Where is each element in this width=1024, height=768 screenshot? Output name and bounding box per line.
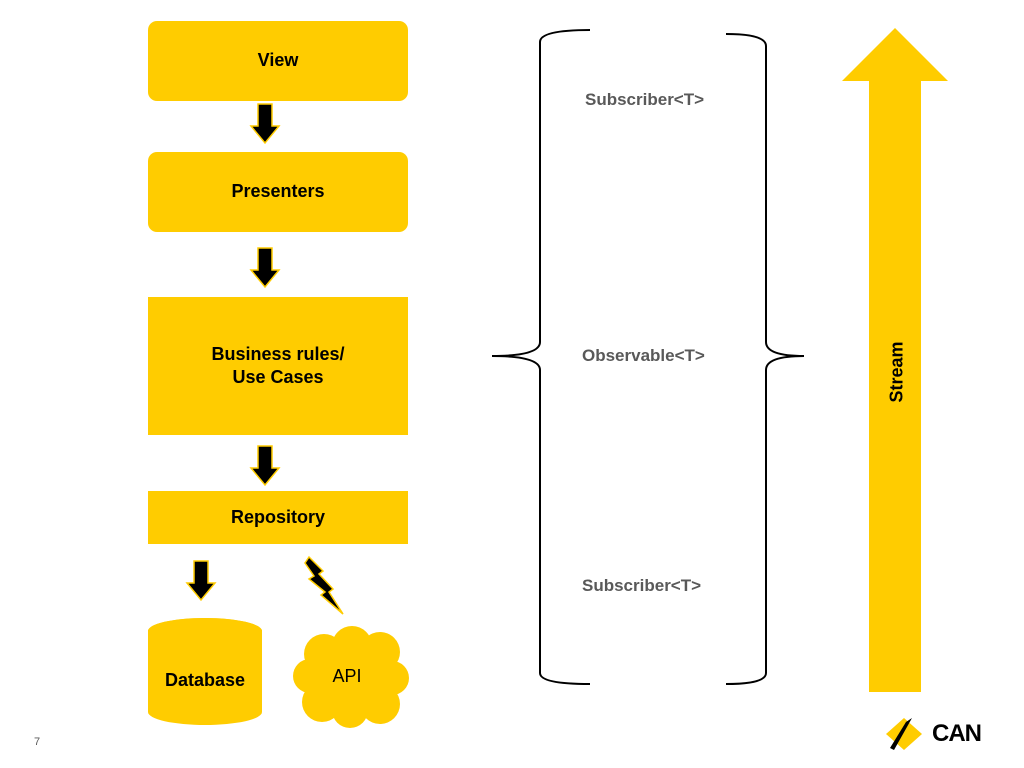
view-box: View (148, 21, 408, 101)
presenters-box: Presenters (148, 152, 408, 232)
arrow-down-icon (249, 103, 281, 145)
api-label: API (332, 666, 362, 686)
database-label: Database (164, 670, 246, 690)
subscriber-bottom-label: Subscriber<T> (582, 576, 702, 595)
presenters-label: Presenters (231, 181, 325, 202)
view-label: View (257, 50, 299, 71)
database-icon (148, 618, 262, 725)
page-number: 7 (34, 736, 41, 748)
repository-box: Repository (148, 491, 408, 544)
arrow-down-icon (185, 560, 217, 602)
stream-arrow-icon (842, 28, 948, 692)
subscriber-top-label: Subscriber<T> (585, 90, 705, 109)
right-brace-icon (725, 33, 805, 685)
use-cases-label: Use Cases (232, 367, 324, 387)
arrow-down-icon (249, 445, 281, 487)
brand-logo: CAN (884, 714, 994, 754)
business-rules-label: Business rules/ (211, 343, 345, 364)
left-brace-icon (491, 29, 591, 685)
arrow-down-icon (249, 247, 281, 289)
lightning-bolt-icon (304, 555, 344, 615)
logo-wordmark: CAN (932, 720, 982, 747)
stream-label: Stream (886, 341, 907, 403)
diamond-logo-icon (886, 718, 922, 750)
business-rules-box: Business rules/ Use Cases (148, 297, 408, 435)
repository-label: Repository (230, 506, 326, 527)
cloud-icon (293, 626, 409, 728)
observable-label: Observable<T> (582, 346, 705, 365)
